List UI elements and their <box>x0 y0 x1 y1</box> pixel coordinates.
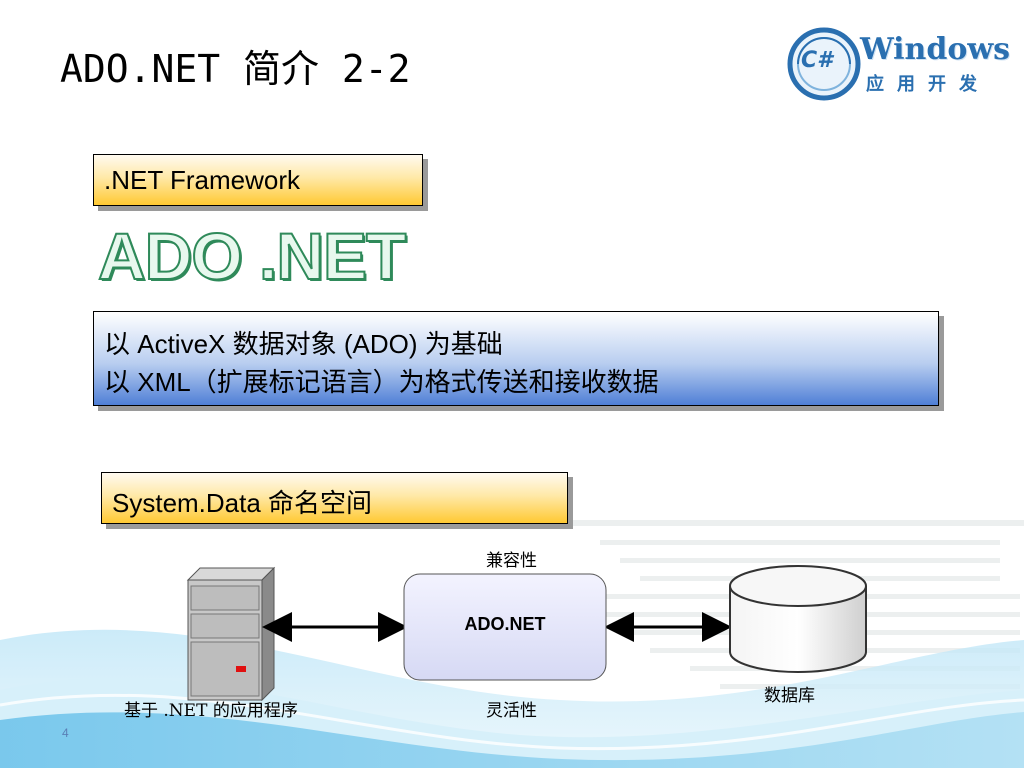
flexibility-label: 灵活性 <box>486 701 537 721</box>
ado-net-node-label: ADO.NET <box>464 614 546 634</box>
database-label: 数据库 <box>764 686 815 706</box>
logo-emblem-text: C# <box>801 48 833 73</box>
slide-title: ADO.NET 简介 2-2 <box>60 47 411 91</box>
logo-brand-text: Windows <box>860 32 1011 67</box>
ado-net-banner: ADO .NET <box>97 218 407 294</box>
application-label: 基于 .NET 的应用程序 <box>124 701 298 721</box>
csharp-windows-logo <box>787 27 861 101</box>
feature-line-2: 以 XML（扩展标记语言）为格式传送和接收数据 <box>104 367 659 397</box>
ado-net-node <box>403 573 607 681</box>
framework-label: .NET Framework <box>104 165 300 195</box>
wave-front <box>0 712 1024 768</box>
framework-box: .NET Framework <box>93 154 423 206</box>
logo-subtitle-text: 应用开发 <box>866 74 990 95</box>
page-number: 4 <box>62 726 69 740</box>
namespace-box: System.Data 命名空间 <box>101 472 568 524</box>
namespace-label: System.Data 命名空间 <box>112 488 373 518</box>
database-icon <box>729 565 867 673</box>
feature-line-1: 以 ActiveX 数据对象 (ADO) 为基础 <box>104 329 503 359</box>
wave-highlight <box>0 693 1024 751</box>
compatibility-label: 兼容性 <box>486 551 537 571</box>
features-box: 以 ActiveX 数据对象 (ADO) 为基础 以 XML（扩展标记语言）为格… <box>93 311 939 406</box>
server-icon <box>186 566 276 702</box>
